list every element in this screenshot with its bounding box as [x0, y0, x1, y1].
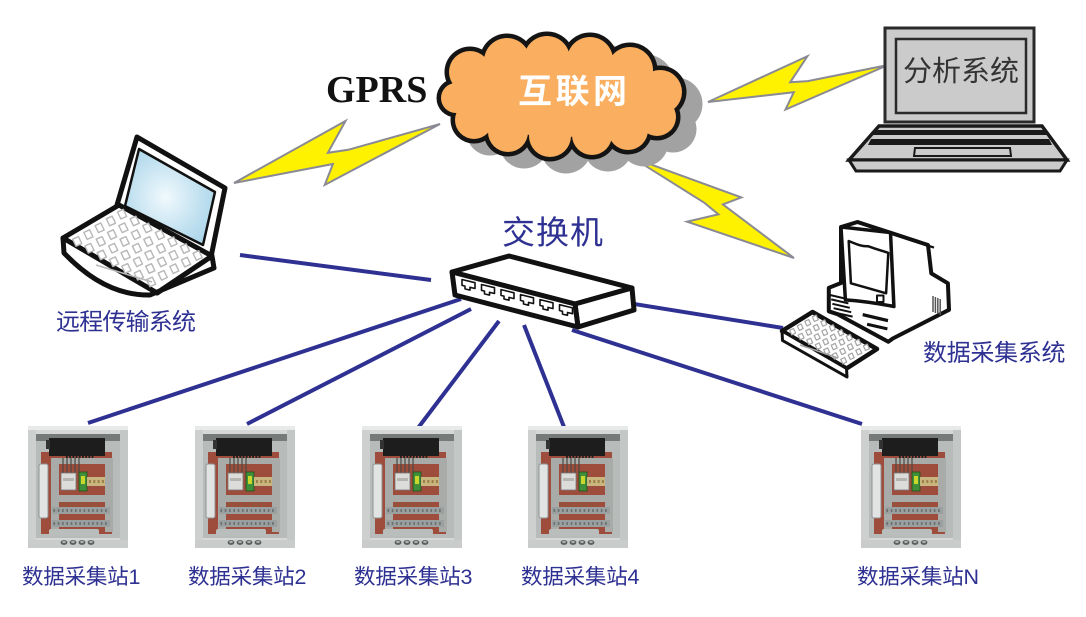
svg-text:3: 3 [461, 565, 473, 589]
svg-text:1: 1 [129, 565, 141, 589]
svg-text:N: N [964, 565, 980, 589]
svg-text:4: 4 [628, 565, 640, 589]
svg-text:GPRS: GPRS [326, 69, 427, 111]
svg-text:2: 2 [295, 565, 307, 589]
